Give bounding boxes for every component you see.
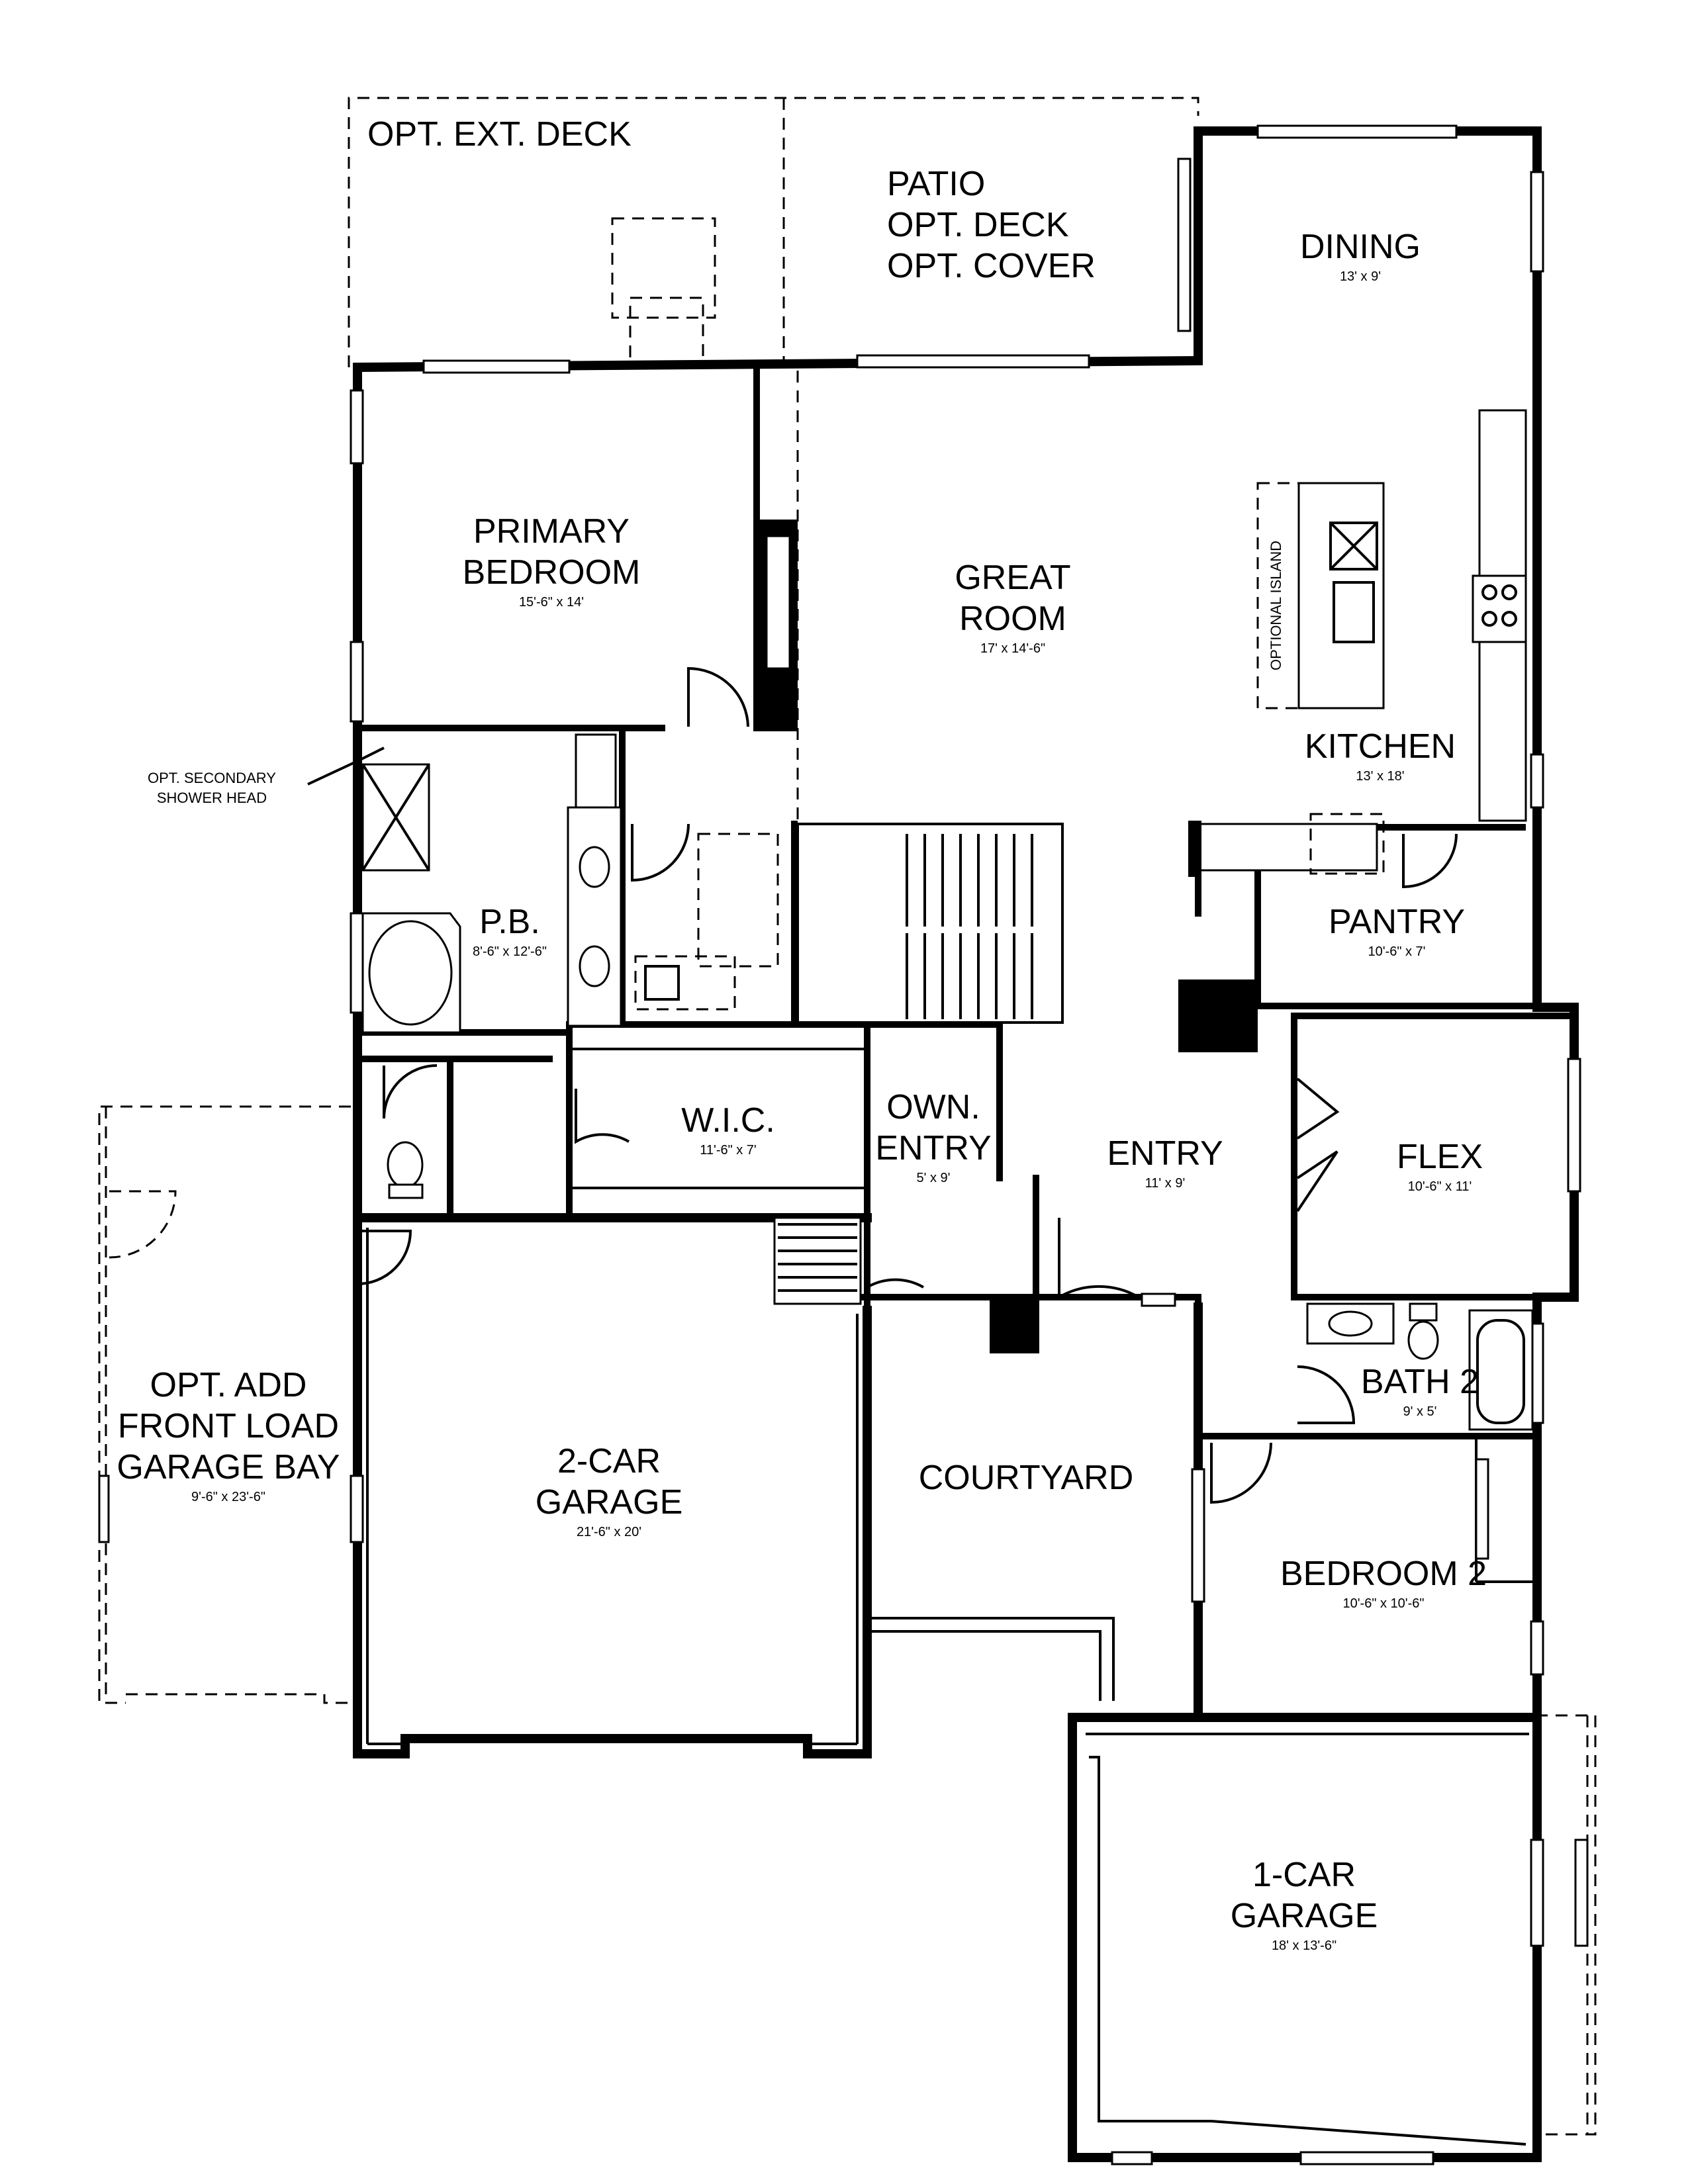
- patio-label: PATIO: [887, 165, 985, 203]
- primary-bedroom-label: BEDROOM: [463, 553, 641, 592]
- shower-head-leader: [307, 747, 385, 786]
- great-room-label: ROOM: [959, 600, 1066, 638]
- entry-label: ENTRY: [1107, 1134, 1223, 1173]
- opt-garage-bay-label: GARAGE BAY: [117, 1448, 340, 1486]
- entry-dimensions: 11' x 9': [1145, 1176, 1186, 1191]
- great-room-dimensions: 17' x 14'-6": [980, 641, 1045, 656]
- wall-blocks: [758, 520, 1258, 1353]
- one-car-garage-dimensions: 18' x 13'-6": [1272, 1938, 1336, 1953]
- own-entry-dimensions: 5' x 9': [917, 1171, 951, 1185]
- bath-2-dimensions: 9' x 5': [1403, 1404, 1437, 1419]
- bedroom-2-label: BEDROOM 2: [1280, 1555, 1487, 1593]
- pantry-dimensions: 10'-6" x 7': [1368, 944, 1425, 959]
- pb-label: P.B.: [479, 903, 540, 941]
- optional-island-note: OPTIONAL ISLAND: [1268, 541, 1284, 670]
- courtyard-label: COURTYARD: [919, 1459, 1134, 1497]
- opt-ext-deck-label: OPT. EXT. DECK: [367, 115, 632, 154]
- pb-dimensions: 8'-6" x 12'-6": [473, 944, 547, 959]
- great-room-label: GREAT: [955, 559, 1070, 597]
- shower-head-note-line1: OPT. SECONDARY: [148, 770, 276, 786]
- own-entry-label: ENTRY: [875, 1129, 991, 1167]
- kitchen-dimensions: 13' x 18': [1356, 769, 1404, 784]
- pantry-label: PANTRY: [1329, 903, 1465, 941]
- dining-dimensions: 13' x 9': [1340, 269, 1381, 284]
- fixtures: [361, 409, 1537, 2146]
- windows: [98, 124, 1589, 2165]
- doors: [357, 666, 1458, 1504]
- patio-label: OPT. DECK: [887, 206, 1069, 244]
- primary-bedroom-label: PRIMARY: [473, 512, 630, 551]
- two-car-garage-label: GARAGE: [536, 1483, 683, 1522]
- one-car-garage-label: GARAGE: [1231, 1897, 1378, 1935]
- opt-garage-bay-label: OPT. ADD: [150, 1366, 307, 1404]
- dining-label: DINING: [1300, 228, 1421, 266]
- stairs: [773, 823, 1064, 1305]
- wic-dimensions: 11'-6" x 7': [700, 1143, 757, 1158]
- primary-bedroom-dimensions: 15'-6" x 14': [519, 595, 584, 610]
- patio-label: OPT. COVER: [887, 247, 1096, 285]
- bath-2-label: BATH 2: [1361, 1363, 1479, 1401]
- flex-dimensions: 10'-6" x 11': [1408, 1179, 1472, 1194]
- two-car-garage-dimensions: 21'-6" x 20': [577, 1525, 641, 1539]
- wic-label: W.I.C.: [681, 1101, 775, 1140]
- opt-garage-bay-label: FRONT LOAD: [118, 1407, 339, 1445]
- two-car-garage-label: 2-CAR: [557, 1442, 661, 1480]
- opt-garage-bay-dimensions: 9'-6" x 23'-6": [191, 1490, 265, 1504]
- flex-label: FLEX: [1397, 1138, 1483, 1176]
- one-car-garage-label: 1-CAR: [1252, 1856, 1356, 1894]
- optional-outlines: [98, 97, 1597, 2136]
- kitchen-label: KITCHEN: [1305, 727, 1456, 766]
- bedroom-2-dimensions: 10'-6" x 10'-6": [1342, 1596, 1424, 1611]
- shower-head-note-line2: SHOWER HEAD: [157, 790, 267, 806]
- own-entry-label: OWN.: [886, 1088, 980, 1126]
